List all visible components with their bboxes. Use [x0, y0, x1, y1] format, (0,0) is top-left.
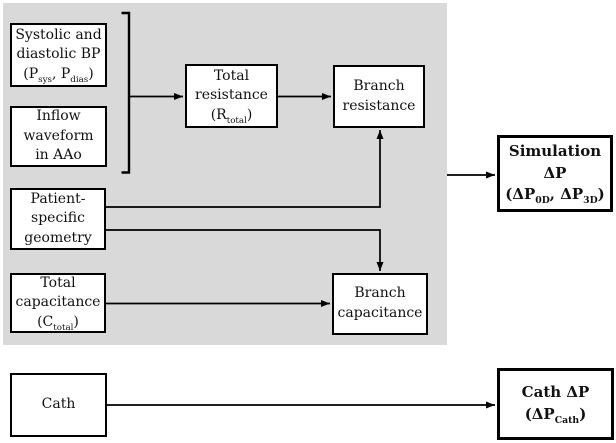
- box-cath-dp: Cath ΔP(ΔPCath): [497, 368, 614, 440]
- box-cath: Cath: [10, 373, 107, 437]
